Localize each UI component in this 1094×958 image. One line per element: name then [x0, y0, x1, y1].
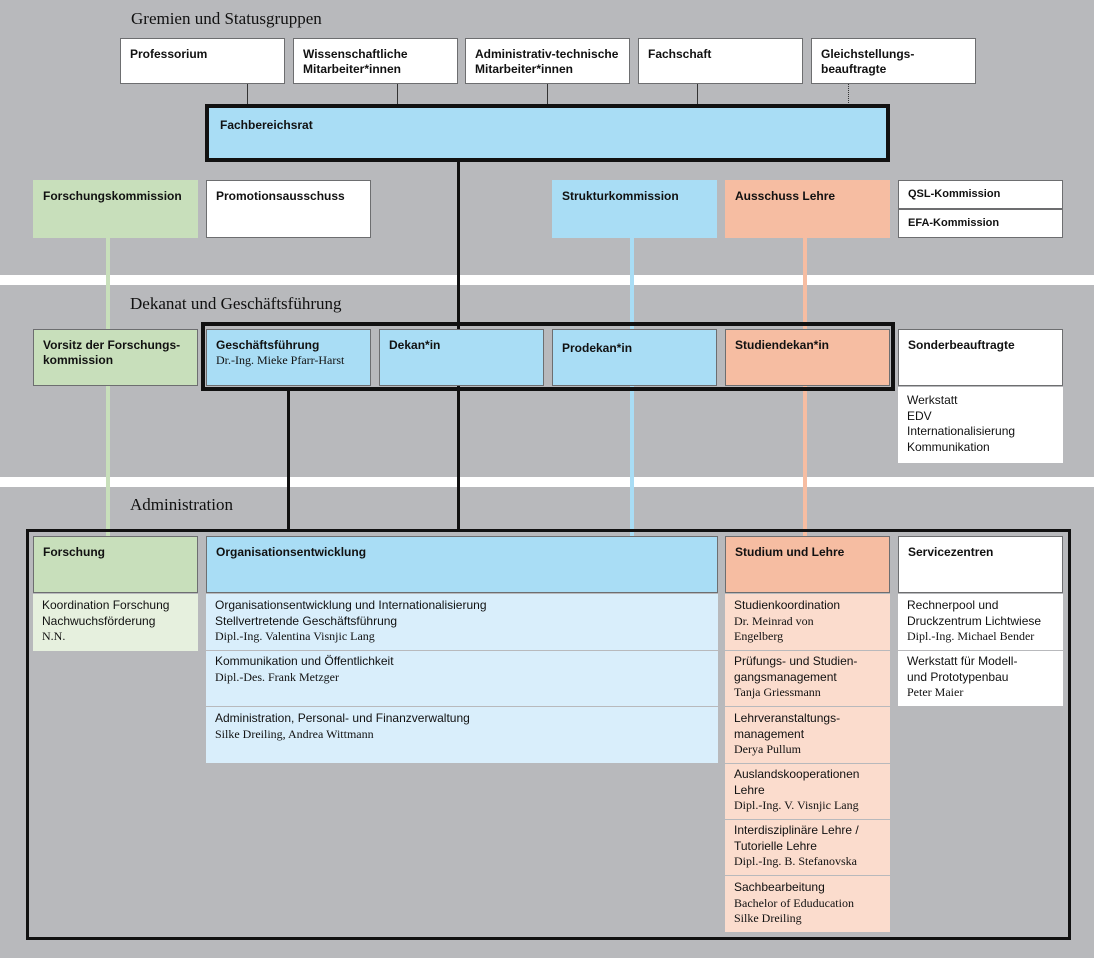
admin-service-header: Servicezentren [898, 536, 1063, 593]
vorsitz-label: Vorsitz der Forschungs- kommission [43, 338, 181, 367]
entry-lines: Sachbearbeitung [734, 880, 825, 894]
connector-lehre-orange [803, 236, 807, 536]
section-title-administration: Administration [130, 495, 233, 514]
connector-gf-admin [287, 388, 290, 530]
section-title-dekanat: Dekanat und Geschäftsführung [130, 294, 342, 313]
gremium-administrativ-technische-mitarbeiter: Administrativ-technische Mitarbeiter*inn… [465, 38, 630, 84]
administration-frame [26, 529, 1071, 940]
connector-atm [547, 83, 548, 105]
strukturkommission: Strukturkommission [552, 180, 717, 238]
admin-studium-header: Studium und Lehre [725, 536, 890, 593]
entry-lines: Kommunikation und Öffentlichkeit [215, 654, 394, 668]
admin-forschung-items: Koordination Forschung Nachwuchsförderun… [42, 598, 170, 628]
connector-forschung-green [106, 236, 110, 536]
admin-orga-header: Organisationsentwicklung [206, 536, 718, 593]
gremium-label: Wissenschaftliche Mitarbeiter*innen [303, 47, 408, 76]
entry-person: Dipl.-Ing. B. Stefanovska [734, 854, 857, 868]
gremium-professorium: Professorium [120, 38, 285, 84]
entry-lines: Prüfungs- und Studien- gangsmanagement [734, 654, 858, 684]
admin-studium-entry-4: Auslandskooperationen Lehre Dipl.-Ing. V… [725, 764, 890, 819]
prodekan: Prodekan*in [552, 329, 717, 386]
entry-lines: Rechnerpool und Druckzentrum Lichtwiese [907, 598, 1042, 628]
gremium-wissenschaftliche-mitarbeiter: Wissenschaftliche Mitarbeiter*innen [293, 38, 458, 84]
admin-orga-entry-2: Kommunikation und Öffentlichkeit Dipl.-D… [206, 651, 718, 706]
dekan: Dekan*in [379, 329, 544, 386]
geschaeftsfuehrung: Geschäftsführung Dr.-Ing. Mieke Pfarr-Ha… [206, 329, 371, 386]
studiendekan: Studiendekan*in [725, 329, 890, 386]
entry-lines: Werkstatt für Modell- und Prototypenbau [907, 654, 1018, 684]
entry-person: Peter Maier [907, 685, 964, 699]
admin-studium-entry-3: Lehrveranstaltungs- management Derya Pul… [725, 707, 890, 763]
entry-person: Derya Pullum [734, 742, 801, 756]
admin-forschung-entry: Koordination Forschung Nachwuchsförderun… [33, 594, 198, 651]
admin-studium-entry-2: Prüfungs- und Studien- gangsmanagement T… [725, 651, 890, 706]
fachbereichsrat: Fachbereichsrat [205, 104, 890, 162]
gremium-label: Professorium [130, 47, 208, 61]
entry-person: Bachelor of Eduducation Silke Dreiling [734, 895, 854, 926]
sonderbeauftragte-list: Werkstatt EDV Internationalisierung Komm… [898, 387, 1063, 463]
gremium-label: Fachschaft [648, 47, 712, 61]
entry-lines: Auslandskooperationen Lehre [734, 767, 860, 797]
section-divider [0, 275, 1094, 285]
ausschuss-lehre: Ausschuss Lehre [725, 180, 890, 238]
section-divider [0, 477, 1094, 487]
entry-lines: Organisationsentwicklung und Internation… [215, 598, 487, 628]
entry-lines: Studienkoordination [734, 598, 841, 612]
gremium-label: Administrativ-technische Mitarbeiter*inn… [475, 47, 619, 76]
section-title-gremien: Gremien und Statusgruppen [131, 9, 322, 28]
entry-person: Silke Dreiling, Andrea Wittmann [215, 726, 374, 741]
entry-person: Dipl.-Ing. Michael Bender [907, 629, 1035, 643]
admin-service-entry-2: Werkstatt für Modell- und Prototypenbau … [898, 651, 1063, 706]
entry-lines: Lehrveranstaltungs- management [734, 711, 841, 741]
geschaeftsfuehrung-title: Geschäftsführung [216, 338, 320, 352]
entry-person: Dipl.-Des. Frank Metzger [215, 669, 339, 684]
connector-struktur-blue [630, 236, 634, 536]
vorsitz-forschungskommission: Vorsitz der Forschungs- kommission [33, 329, 198, 386]
entry-lines: Administration, Personal- und Finanzverw… [215, 711, 470, 725]
admin-studium-entry-6: Sachbearbeitung Bachelor of Eduducation … [725, 876, 890, 932]
dekanat-frame [201, 322, 895, 391]
forschungskommission: Forschungskommission [33, 180, 198, 238]
admin-forschung-header: Forschung [33, 536, 198, 593]
connector-gleichstellung-dotted [848, 83, 849, 105]
admin-service-entry-1: Rechnerpool und Druckzentrum Lichtwiese … [898, 594, 1063, 650]
connector-professorium [247, 83, 248, 105]
sonderbeauftragte-items: Werkstatt EDV Internationalisierung Komm… [907, 393, 1016, 454]
admin-studium-entry-5: Interdisziplinäre Lehre / Tutorielle Leh… [725, 820, 890, 875]
entry-person: Dipl.-Ing. Valentina Visnjic Lang [215, 629, 375, 643]
entry-person: Dr. Meinrad von Engelberg [734, 613, 814, 644]
connector-wimi [397, 83, 398, 105]
admin-studium-entry-1: Studienkoordination Dr. Meinrad von Enge… [725, 594, 890, 650]
gremium-gleichstellungsbeauftragte: Gleichstellungs- beauftragte [811, 38, 976, 84]
connector-fachschaft [697, 83, 698, 105]
geschaeftsfuehrung-name: Dr.-Ing. Mieke Pfarr-Harst [216, 353, 345, 367]
gremium-label: Gleichstellungs- beauftragte [821, 47, 915, 76]
qsl-kommission: QSL-Kommission [898, 180, 1063, 209]
promotionsausschuss: Promotionsausschuss [206, 180, 371, 238]
efa-kommission: EFA-Kommission [898, 209, 1063, 238]
admin-orga-entry-3: Administration, Personal- und Finanzverw… [206, 707, 718, 763]
sonderbeauftragte: Sonderbeauftragte [898, 329, 1063, 386]
entry-lines: Interdisziplinäre Lehre / Tutorielle Leh… [734, 823, 859, 853]
admin-forschung-person: N.N. [42, 629, 66, 643]
entry-person: Tanja Griessmann [734, 685, 821, 699]
admin-orga-entry-1: Organisationsentwicklung und Internation… [206, 594, 718, 650]
gremium-fachschaft: Fachschaft [638, 38, 803, 84]
entry-person: Dipl.-Ing. V. Visnjic Lang [734, 798, 859, 812]
